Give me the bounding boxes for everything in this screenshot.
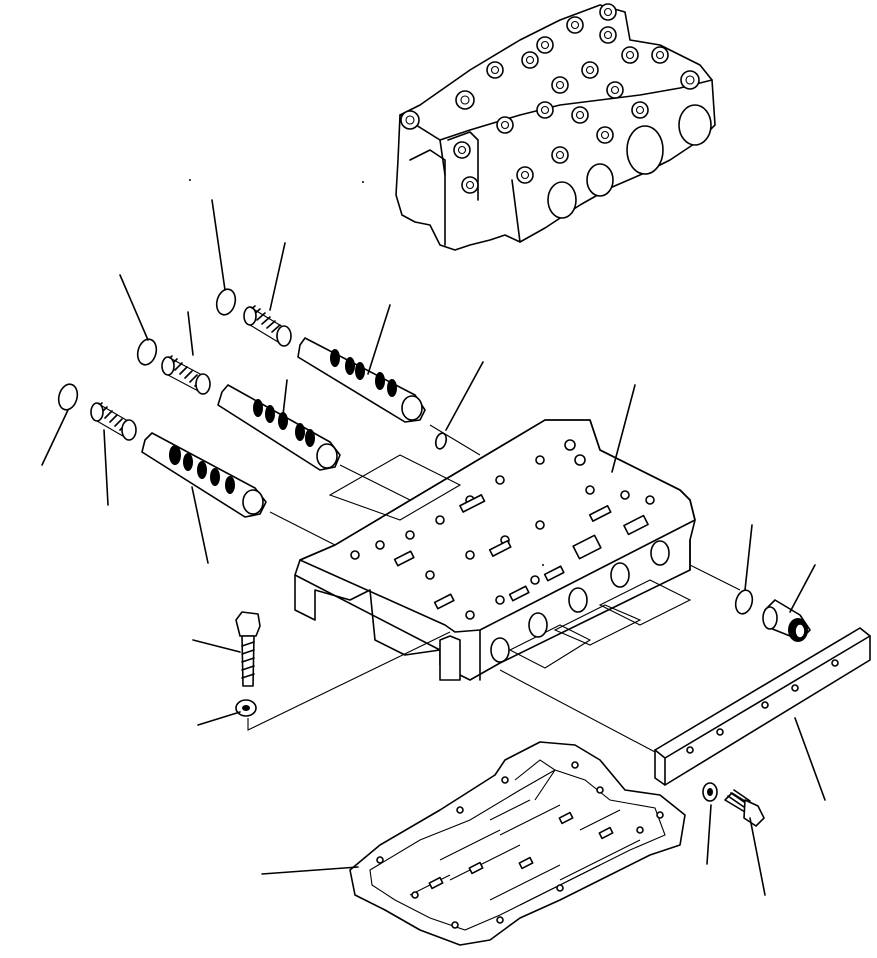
spring-upper bbox=[243, 305, 292, 347]
assembly-lines bbox=[247, 424, 741, 753]
gasket bbox=[349, 741, 686, 946]
spring-lower bbox=[90, 402, 137, 441]
valve-plate bbox=[294, 419, 696, 681]
bolt-right bbox=[724, 789, 765, 827]
washer-left bbox=[235, 699, 257, 717]
cover-plate bbox=[654, 627, 871, 786]
valve-plate-ports bbox=[350, 439, 670, 663]
o-ring-top bbox=[215, 288, 237, 316]
spool-lower bbox=[141, 432, 267, 518]
gasket-holes bbox=[376, 761, 664, 929]
spool-middle bbox=[217, 384, 341, 471]
upper-body-bosses bbox=[400, 3, 712, 219]
plug bbox=[762, 599, 811, 642]
bolt-left bbox=[235, 611, 261, 687]
spool-upper bbox=[297, 337, 426, 423]
o-ring-plug bbox=[734, 589, 754, 615]
o-ring-lower bbox=[57, 383, 79, 411]
washer-right bbox=[702, 782, 718, 802]
spring-middle bbox=[161, 355, 211, 395]
upper-valve-body bbox=[395, 3, 716, 251]
o-ring-middle bbox=[136, 338, 158, 366]
leader-lines bbox=[41, 199, 826, 896]
